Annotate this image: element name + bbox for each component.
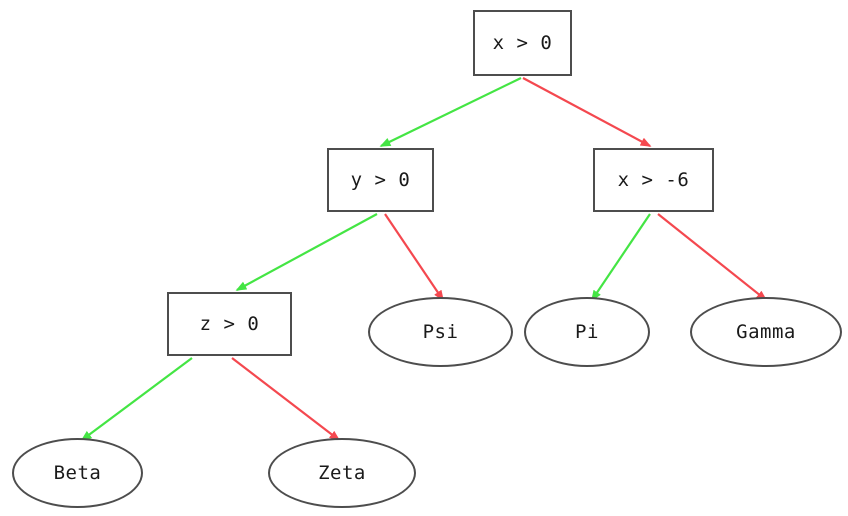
leaf-node-zeta[interactable]: Zeta	[268, 438, 416, 508]
edge-root-y0	[379, 77, 522, 147]
node-label: x > -6	[617, 169, 690, 191]
node-label: Psi	[422, 321, 459, 343]
leaf-node-gamma[interactable]: Gamma	[690, 297, 842, 367]
leaf-node-beta[interactable]: Beta	[12, 438, 143, 508]
leaf-node-psi[interactable]: Psi	[368, 297, 513, 367]
edge-xm6-gamma	[657, 213, 768, 302]
edge-y0-psi	[384, 213, 444, 302]
edge-root-xm6	[522, 77, 652, 147]
node-label: Gamma	[736, 321, 796, 343]
node-label: Beta	[53, 462, 102, 484]
node-label: Pi	[575, 321, 599, 343]
decision-node-y0[interactable]: y > 0	[327, 148, 434, 212]
edge-y0-z0	[235, 213, 378, 291]
decision-node-z0[interactable]: z > 0	[167, 292, 292, 356]
decision-node-xm6[interactable]: x > -6	[593, 148, 714, 212]
node-label: z > 0	[199, 313, 260, 335]
node-label: Zeta	[318, 462, 366, 484]
edge-z0-zeta	[231, 357, 341, 442]
leaf-node-pi[interactable]: Pi	[524, 297, 650, 367]
edge-z0-beta	[80, 357, 193, 441]
decision-node-root[interactable]: x > 0	[473, 10, 572, 76]
node-label: y > 0	[350, 169, 411, 191]
edge-xm6-pi	[591, 213, 651, 302]
node-label: x > 0	[492, 32, 553, 54]
